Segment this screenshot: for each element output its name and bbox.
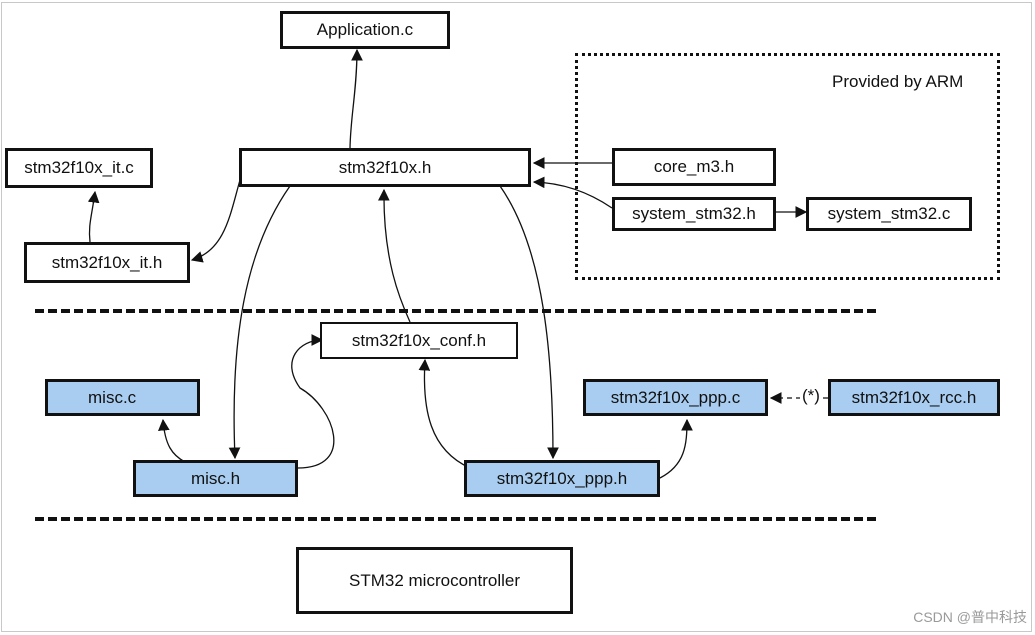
arrow-h-to-misc-h <box>228 185 291 460</box>
arrow-misc-h-to-conf <box>291 334 335 469</box>
box-stm32f10x-it-c: stm32f10x_it.c <box>5 148 153 188</box>
box-stm32f10x-h: stm32f10x.h <box>239 148 531 187</box>
arrow-misc-h-to-misc-c <box>158 418 186 463</box>
box-stm32f10x-rcc-h: stm32f10x_rcc.h <box>828 379 1000 416</box>
box-stm32f10x-ppp-h: stm32f10x_ppp.h <box>464 460 660 497</box>
arrow-ppp-h-to-conf <box>418 358 471 469</box>
box-system-stm32-h: system_stm32.h <box>612 197 776 231</box>
box-stm32-microcontroller: STM32 microcontroller <box>296 547 573 614</box>
arrow-h-to-application <box>349 48 363 151</box>
optional-marker: (*) <box>800 386 822 406</box>
arm-region-label: Provided by ARM <box>832 72 964 91</box>
box-stm32f10x-ppp-c: stm32f10x_ppp.c <box>583 379 768 416</box>
arrow-h-to-it-h <box>190 179 241 263</box>
box-misc-c: misc.c <box>45 379 200 416</box>
arrow-it-h-to-it-c <box>87 190 100 243</box>
arm-provided-region <box>575 53 1000 280</box>
arrow-conf-to-h <box>378 188 411 323</box>
box-system-stm32-c: system_stm32.c <box>806 197 972 231</box>
arrow-ppp-h-to-ppp-c <box>659 418 693 479</box>
box-misc-h: misc.h <box>133 460 298 497</box>
box-application-c: Application.c <box>280 11 450 49</box>
box-stm32f10x-it-h: stm32f10x_it.h <box>24 242 190 283</box>
box-stm32f10x-conf-h: stm32f10x_conf.h <box>320 322 518 359</box>
box-core-m3-h: core_m3.h <box>612 148 776 186</box>
watermark-text: CSDN @普中科技 <box>913 609 1027 625</box>
